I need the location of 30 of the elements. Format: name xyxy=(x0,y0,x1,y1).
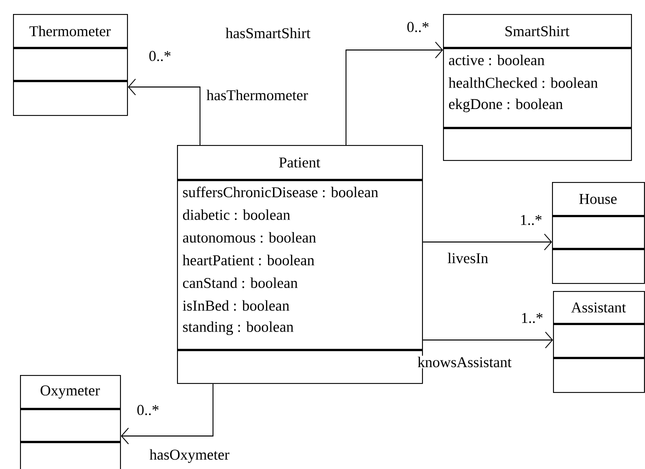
attribute-text: ekgDone : boolean xyxy=(449,98,563,112)
class-name: SmartShirt xyxy=(506,26,570,36)
association-arrow xyxy=(120,383,214,444)
attribute-text: suffersChronicDisease : boolean xyxy=(183,186,378,198)
attribute-text: healthChecked : boolean xyxy=(448,77,598,88)
association-arrow xyxy=(346,42,443,146)
attribute-text: canStand : boolean xyxy=(183,278,298,288)
edge-label: hasSmartShirt xyxy=(224,26,312,40)
edge-label: hasOxymeter xyxy=(148,448,230,464)
association-arrow xyxy=(422,332,553,348)
edge-label: knowsAssistant xyxy=(416,356,513,368)
association-arrow xyxy=(422,234,552,250)
attribute-text: diabetic : boolean xyxy=(183,209,290,220)
class-name: Assistant xyxy=(571,302,626,313)
edge-label: livesIn xyxy=(446,252,490,264)
multiplicity-label: 1..* xyxy=(522,312,543,324)
edge-label: hasThermometer xyxy=(205,88,310,102)
class-name: House xyxy=(579,194,617,204)
multiplicity-label: 0..* xyxy=(149,50,171,62)
attribute-text: active : boolean xyxy=(449,54,544,66)
attribute-text: heartPatient : boolean xyxy=(182,254,314,266)
association-arrow xyxy=(128,78,200,146)
attribute-text: standing : boolean xyxy=(183,321,294,336)
class-name: Oxymeter xyxy=(40,385,100,399)
multiplicity-label: 0..* xyxy=(137,404,159,416)
multiplicity-label: 0..* xyxy=(407,22,429,32)
class-name: Patient xyxy=(279,157,320,168)
attribute-text: isInBed : boolean xyxy=(182,300,290,311)
attribute-text: autonomous : boolean xyxy=(182,232,316,243)
class-name: Thermometer xyxy=(29,26,111,36)
